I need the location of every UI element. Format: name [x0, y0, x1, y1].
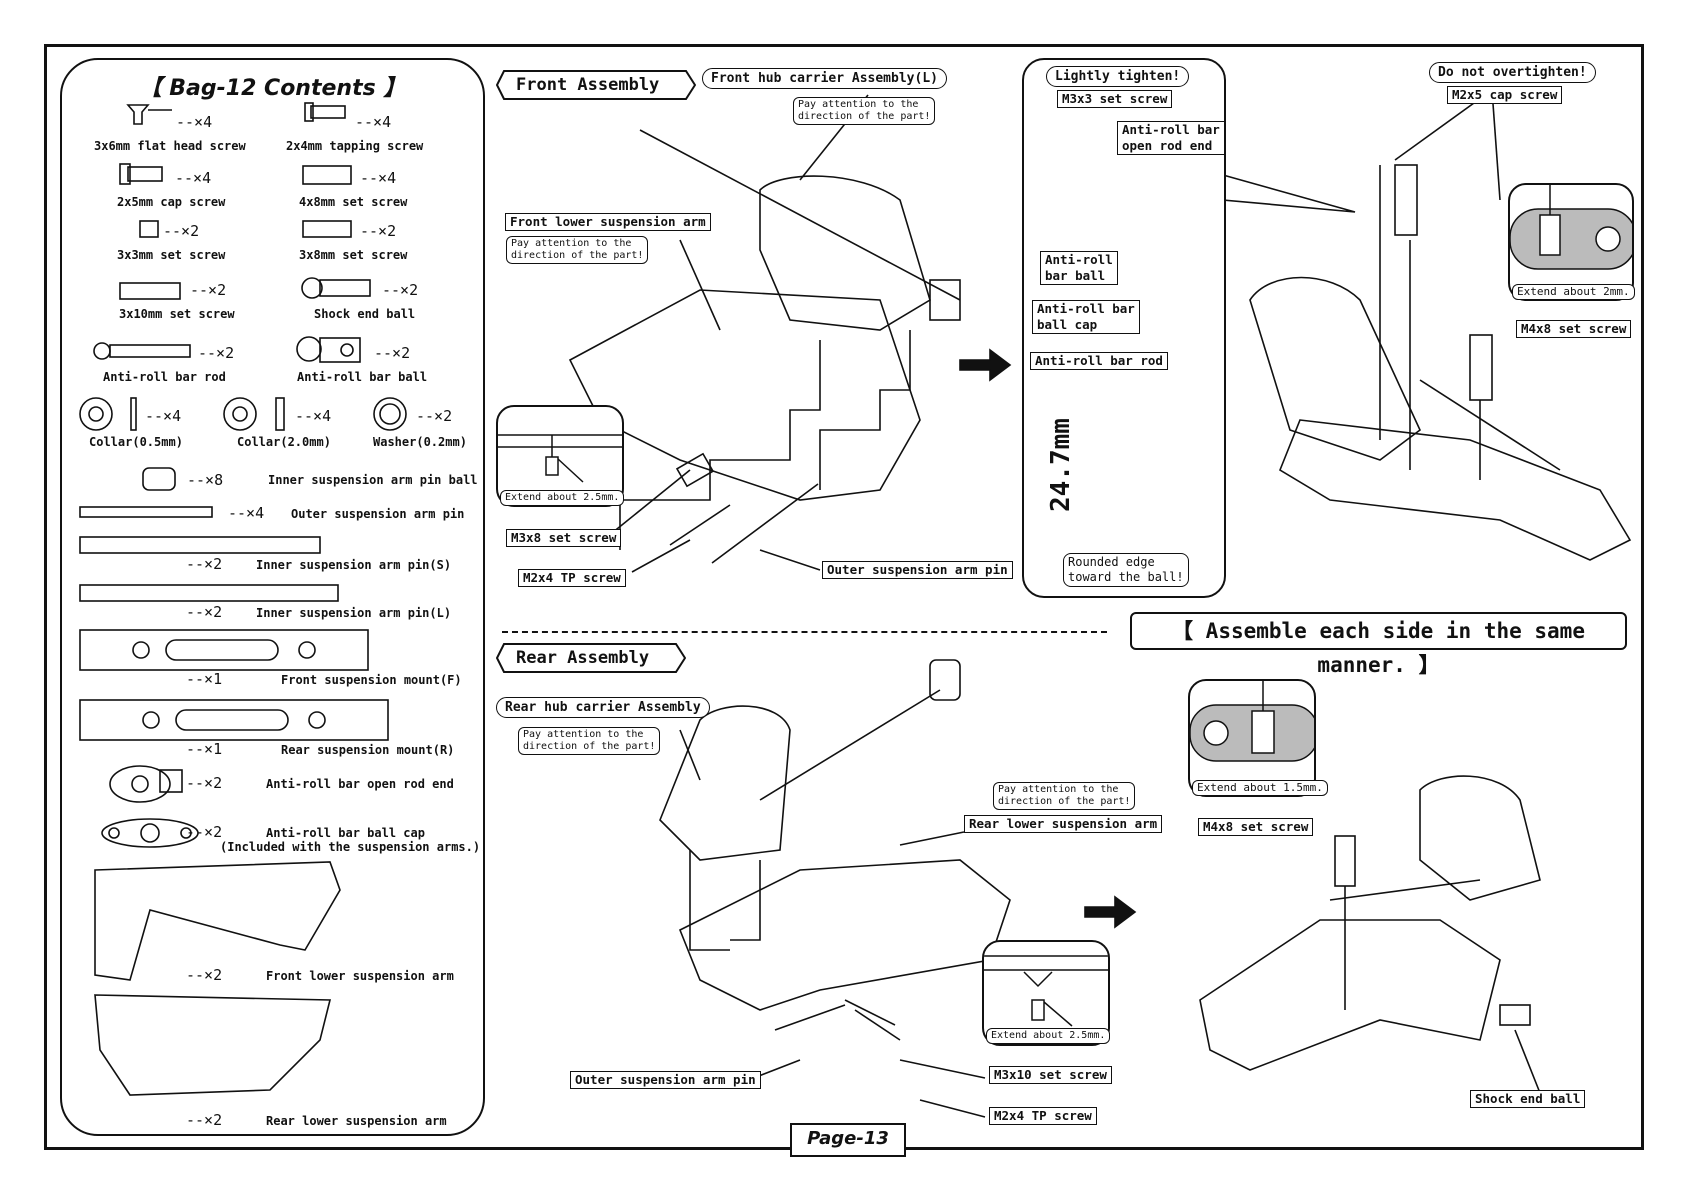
m3x3-set-screw-label: M3x3 set screw [1057, 90, 1173, 108]
rear-outer-pin-label: Outer suspension arm pin [570, 1071, 761, 1089]
qty-collar-05: --×4 [145, 407, 182, 425]
part-open-rod-end: Anti-roll bar open rod end [266, 777, 454, 791]
qty-3x10-set-screw: --×2 [190, 281, 227, 299]
page-number: Page-13 [790, 1123, 906, 1157]
rear-m2x4-tp-screw-label: M2x4 TP screw [989, 1107, 1097, 1125]
front-assembly-tag: Front Assembly [496, 70, 736, 100]
front-assembly-title: Front Assembly [516, 75, 660, 95]
ball-cap-note: (Included with the suspension arms.) [220, 840, 481, 854]
part-inner-pin-s: Inner suspension arm pin(S) [256, 558, 452, 572]
extend-15mm-note: Extend about 1.5mm. [1192, 780, 1328, 796]
front-extend-note: Extend about 2.5mm. [500, 490, 625, 506]
front-hub-carrier-label: Front hub carrier Assembly(L) [702, 68, 947, 89]
qty-pin-ball: --×8 [187, 471, 224, 489]
rounded-edge-note: Rounded edge toward the ball! [1063, 553, 1189, 587]
part-inner-pin-l: Inner suspension arm pin(L) [256, 606, 452, 620]
part-ball-cap: Anti-roll bar ball cap [266, 826, 425, 840]
same-manner-note: 【 Assemble each side in the same manner.… [1130, 612, 1627, 677]
shock-end-ball-label: Shock end ball [1470, 1090, 1586, 1108]
part-front-mount: Front suspension mount(F) [281, 673, 462, 687]
part-front-lower-arm: Front lower suspension arm [266, 969, 454, 983]
part-rear-lower-arm: Rear lower suspension arm [266, 1114, 447, 1128]
rear-arm-direction-note: Pay attention to the direction of the pa… [993, 782, 1136, 810]
qty-ball-cap: --×2 [186, 823, 223, 841]
lightly-tighten-note: Lightly tighten! [1046, 66, 1190, 87]
m2x5-cap-screw-label: M2x5 cap screw [1447, 86, 1563, 104]
qty-flat-head-screw: --×4 [176, 113, 213, 131]
qty-collar-20: --×4 [295, 407, 332, 425]
m3x10-set-screw-label: M3x10 set screw [989, 1066, 1112, 1084]
front-m2x4-tp-screw-label: M2x4 TP screw [518, 569, 626, 587]
qty-anti-roll-bar-rod: --×2 [198, 344, 235, 362]
section-divider [502, 631, 1107, 633]
part-cap-screw: 2x5mm cap screw [117, 195, 226, 209]
front-right-detail-inset [1508, 183, 1634, 301]
front-outer-pin-label: Outer suspension arm pin [822, 561, 1013, 579]
qty-4x8-set-screw: --×4 [360, 169, 397, 187]
front-m3x8-set-screw-label: M3x8 set screw [506, 529, 622, 547]
qty-3x8-set-screw: --×2 [360, 222, 397, 240]
part-tapping-screw: 2x4mm tapping screw [286, 139, 424, 153]
rear-assembly-tag: Rear Assembly [496, 643, 726, 673]
qty-anti-roll-bar-ball: --×2 [374, 344, 411, 362]
part-washer: Washer(0.2mm) [373, 435, 467, 449]
open-rod-end-label: Anti-roll bar open rod end [1117, 121, 1225, 155]
qty-inner-pin-l: --×2 [186, 603, 223, 621]
part-3x10-set-screw: 3x10mm set screw [119, 307, 235, 321]
rear-hub-carrier-label: Rear hub carrier Assembly [496, 697, 710, 718]
part-anti-roll-bar-ball: Anti-roll bar ball [297, 370, 428, 384]
part-pin-ball: Inner suspension arm pin ball [268, 473, 478, 487]
contents-title: 【 Bag-12 Contents 】 [139, 76, 406, 101]
qty-front-mount: --×1 [186, 670, 223, 688]
qty-open-rod-end: --×2 [186, 774, 223, 792]
part-4x8-set-screw: 4x8mm set screw [299, 195, 408, 209]
front-arm-direction-note: Pay attention to the direction of the pa… [506, 236, 649, 264]
rear-m4x8-set-screw-label: M4x8 set screw [1198, 818, 1314, 836]
anti-roll-bar-ball-cap-label: Anti-roll bar ball cap [1032, 300, 1140, 334]
rear-assembly-title: Rear Assembly [516, 648, 650, 668]
rear-right-detail-inset [1188, 679, 1316, 797]
rear-hub-direction-note: Pay attention to the direction of the pa… [518, 727, 661, 755]
part-collar-05: Collar(0.5mm) [89, 435, 183, 449]
anti-roll-bar-ball-label: Anti-roll bar ball [1040, 251, 1118, 285]
rear-extend-note: Extend about 2.5mm. [986, 1028, 1111, 1044]
front-m4x8-set-screw-label: M4x8 set screw [1516, 320, 1632, 338]
qty-washer: --×2 [416, 407, 453, 425]
part-anti-roll-bar-rod: Anti-roll bar rod [103, 370, 226, 384]
rear-lower-arm-label: Rear lower suspension arm [964, 815, 1163, 833]
extend-2mm-note: Extend about 2mm. [1512, 284, 1635, 300]
part-outer-pin: Outer suspension arm pin [291, 507, 465, 521]
qty-rear-mount: --×1 [186, 740, 223, 758]
qty-cap-screw: --×4 [175, 169, 212, 187]
rod-length-dimension: 24.7mm [1046, 418, 1076, 512]
qty-shock-end-ball: --×2 [382, 281, 419, 299]
part-shock-end-ball: Shock end ball [314, 307, 416, 321]
qty-front-lower-arm: --×2 [186, 966, 223, 984]
qty-inner-pin-s: --×2 [186, 555, 223, 573]
qty-3x3-set-screw: --×2 [163, 222, 200, 240]
front-hub-direction-note: Pay attention to the direction of the pa… [793, 97, 936, 125]
bag-contents-panel: 【 Bag-12 Contents 】 [60, 58, 485, 1136]
front-lower-arm-label: Front lower suspension arm [505, 213, 711, 231]
part-3x8-set-screw: 3x8mm set screw [299, 248, 408, 262]
qty-outer-pin: --×4 [228, 504, 265, 522]
qty-tapping-screw: --×4 [355, 113, 392, 131]
do-not-overtighten-note: Do not overtighten! [1429, 62, 1596, 83]
qty-rear-lower-arm: --×2 [186, 1111, 223, 1129]
part-flat-head-screw: 3x6mm flat head screw [94, 139, 246, 153]
part-collar-20: Collar(2.0mm) [237, 435, 331, 449]
part-3x3-set-screw: 3x3mm set screw [117, 248, 226, 262]
anti-roll-bar-rod-label: Anti-roll bar rod [1030, 352, 1168, 370]
part-rear-mount: Rear suspension mount(R) [281, 743, 455, 757]
